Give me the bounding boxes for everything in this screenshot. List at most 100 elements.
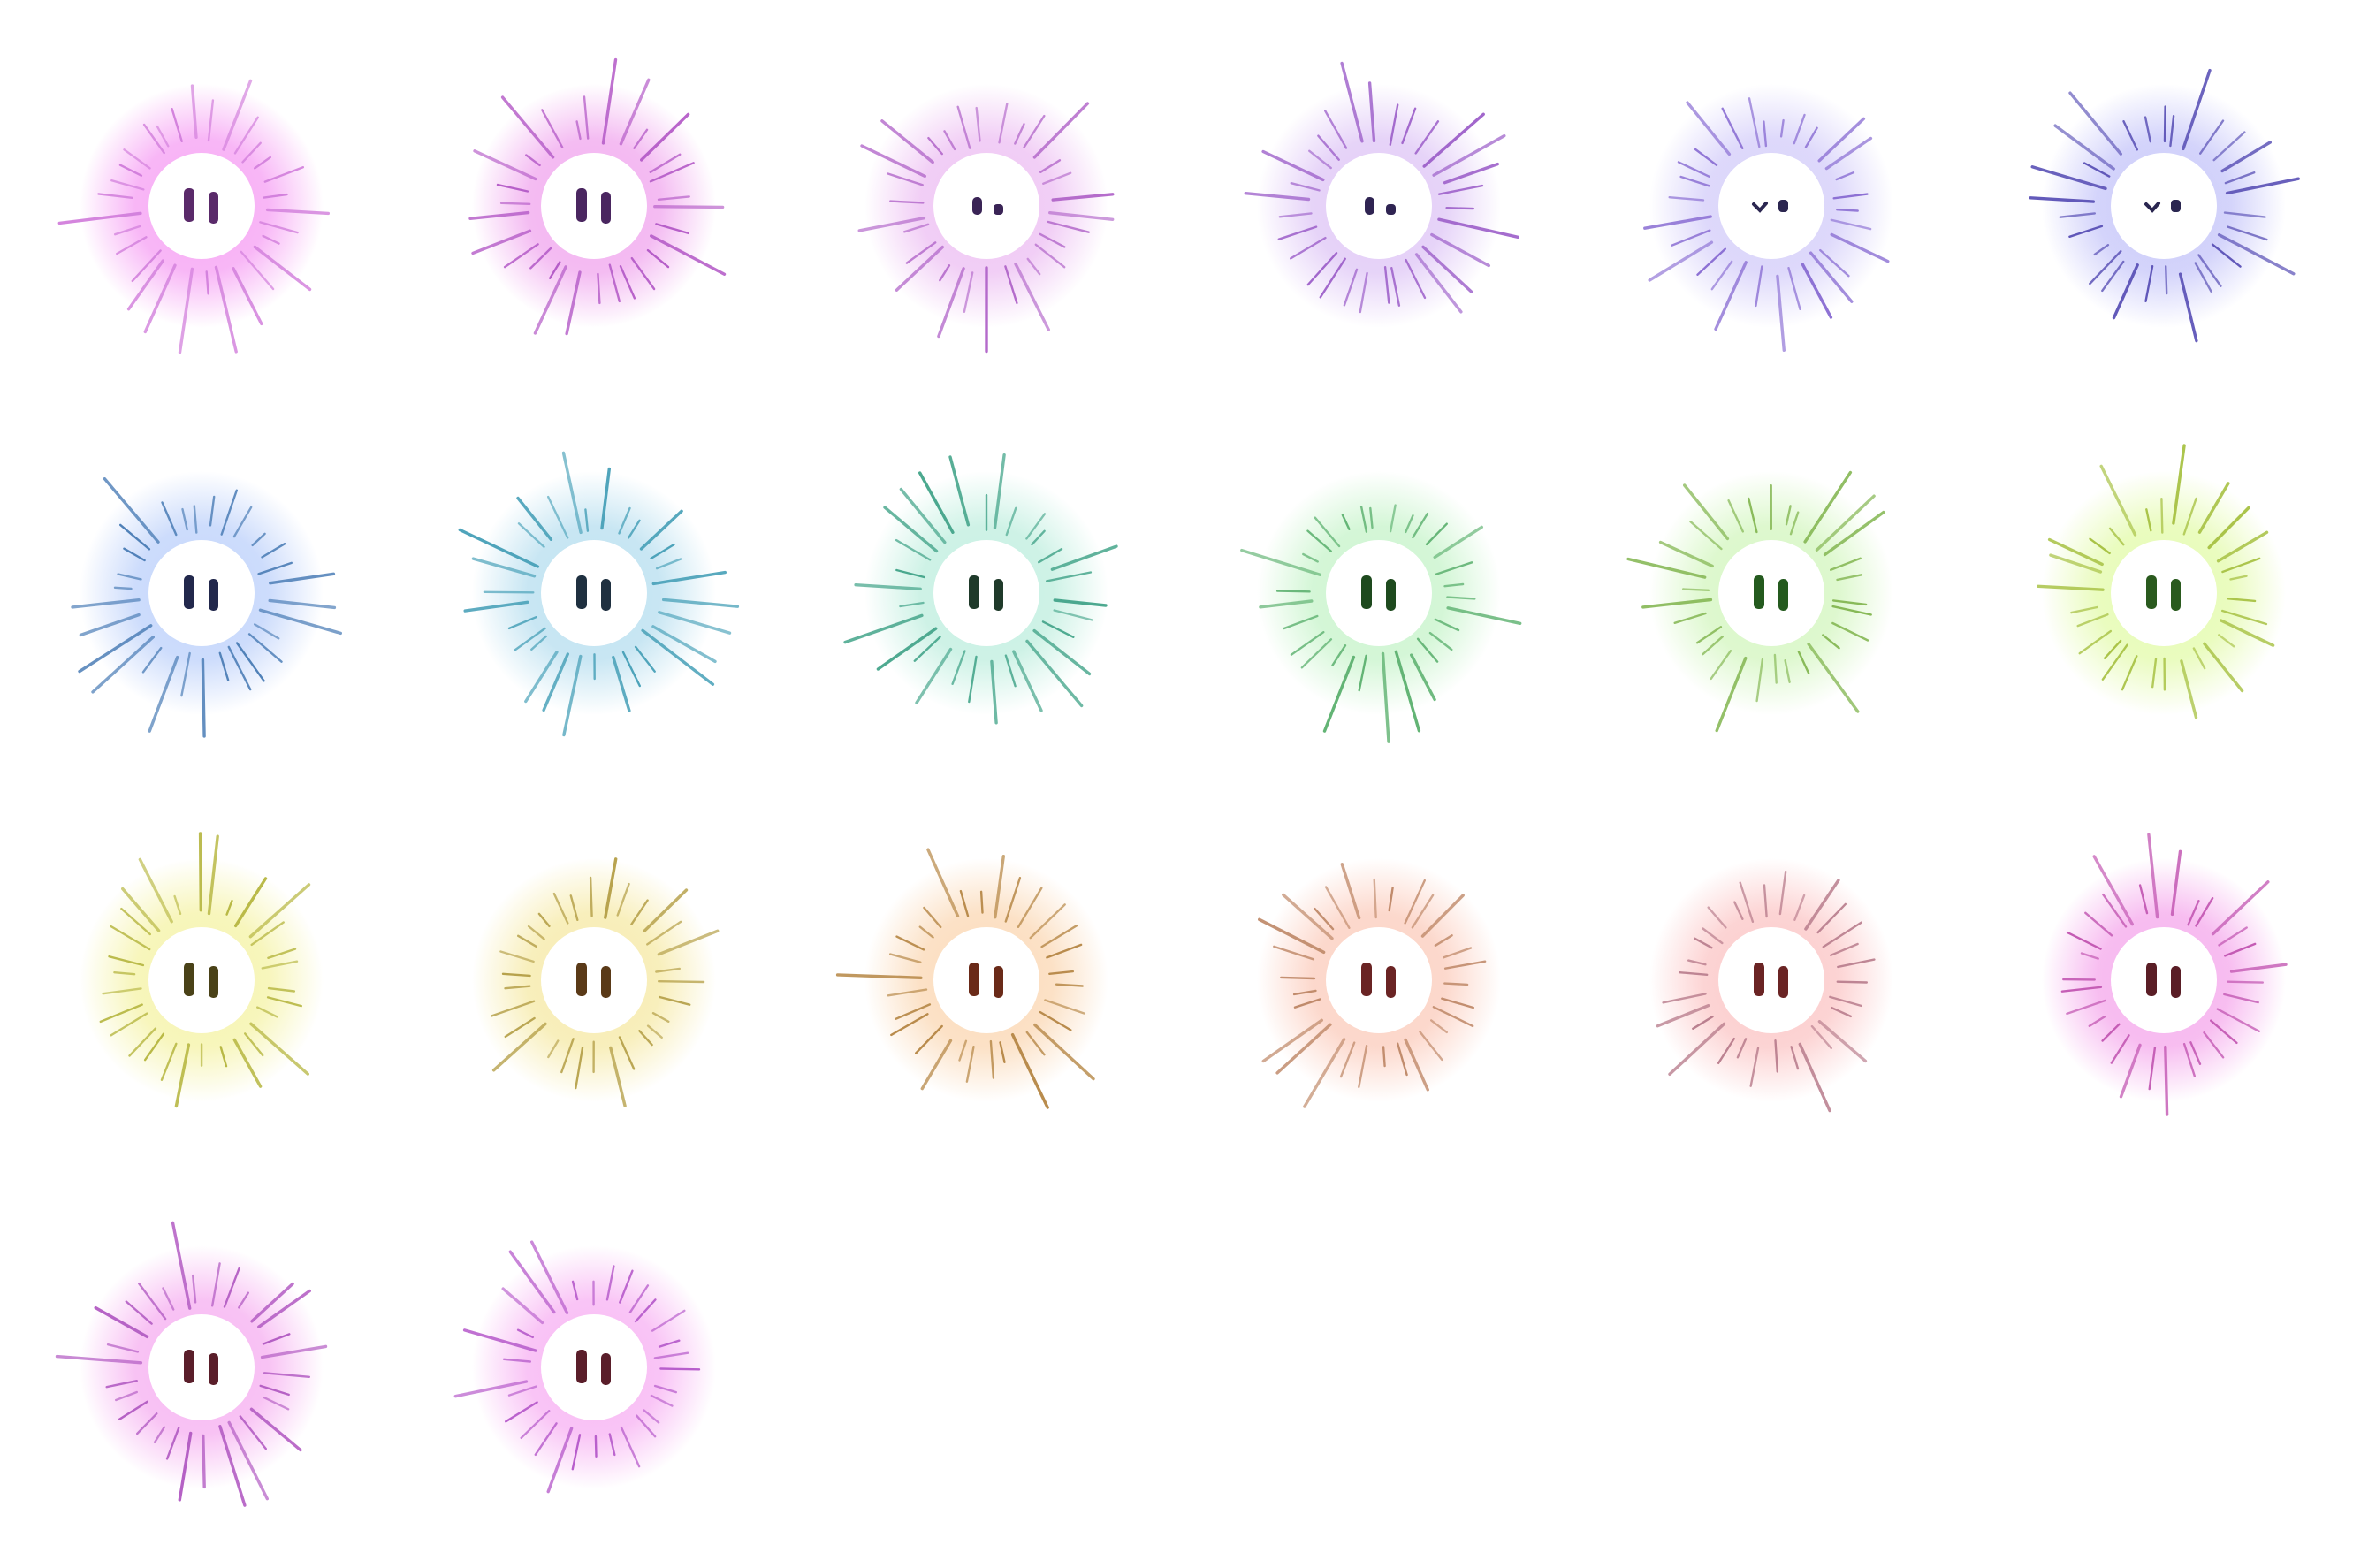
sprite-ray	[227, 645, 252, 691]
sprite-face	[541, 540, 647, 646]
sprite-ray	[1306, 252, 1338, 286]
sprite-ray	[250, 1282, 294, 1323]
sprite-ray	[1778, 870, 1787, 916]
sprite-eyes	[1361, 963, 1396, 998]
sprite-ray	[2209, 1019, 2238, 1045]
sprite-ray	[263, 165, 304, 183]
sprite-ray	[267, 986, 296, 993]
sprite-ray	[123, 148, 151, 170]
sprite-ray	[2080, 952, 2099, 960]
sprite-ray	[650, 543, 675, 559]
sprite-ray	[2227, 980, 2265, 984]
sprite-ray	[1682, 483, 1730, 541]
sprite-ray	[913, 636, 941, 662]
sprite-ray	[989, 1039, 995, 1079]
sprite-ray	[659, 995, 691, 1006]
sprite-ray	[1790, 1046, 1800, 1070]
sprite-ray	[2220, 141, 2273, 173]
sprite-ray	[501, 972, 531, 978]
sprite-ray	[1727, 499, 1745, 533]
sprite-ray	[657, 929, 720, 956]
sprite-ray	[1025, 1031, 1046, 1056]
sprite-ray	[266, 996, 302, 1008]
sprite-rays	[1244, 61, 1519, 314]
sprite-ray	[2182, 68, 2212, 151]
sprite-face	[1718, 927, 1824, 1033]
sprite-ray	[1717, 1037, 1736, 1065]
sprite-ray	[1416, 637, 1439, 663]
sprite-ray	[646, 1024, 663, 1039]
sprite-frame-1	[57, 79, 330, 354]
sprite-ray	[649, 153, 682, 174]
sprite-ray	[120, 887, 161, 932]
sprite-eye-right	[1386, 204, 1396, 215]
sprite-ray	[1824, 136, 1873, 171]
sprite-ray	[153, 1426, 166, 1444]
sprite-ray	[1037, 547, 1063, 564]
sprite-ray	[2148, 1047, 2157, 1091]
sprite-face	[1718, 540, 1824, 646]
sprite-face	[1326, 540, 1432, 646]
sprite-eye-left	[184, 1350, 194, 1383]
sprite-ray	[516, 496, 553, 541]
sprite-face	[1326, 927, 1432, 1033]
sprite-ray	[561, 451, 583, 535]
sprite-rays	[843, 453, 1118, 725]
sprite-ray	[1389, 103, 1399, 147]
sprite-ray	[1785, 505, 1792, 526]
sprite-ray	[193, 505, 198, 534]
sprite-ray	[1837, 958, 1876, 969]
sprite-ray	[210, 1262, 221, 1307]
sprite-ray	[125, 1300, 153, 1325]
sprite-ray	[876, 627, 938, 671]
sprite-ray	[2151, 658, 2158, 689]
sprite-ray	[78, 624, 153, 674]
sprite-ray	[160, 1042, 178, 1081]
sprite-ray	[141, 646, 163, 674]
sprite-ray	[1707, 906, 1727, 929]
sprite-ray	[1434, 934, 1453, 948]
sprite-ray	[222, 79, 253, 151]
sprite-eyes	[969, 575, 1003, 611]
sprite-ray	[604, 857, 618, 919]
sprite-ray	[1302, 552, 1319, 563]
sprite-eyes	[184, 963, 218, 998]
sprite-ray	[616, 882, 630, 917]
sprite-rays	[99, 832, 311, 1108]
sprite-ray	[2101, 643, 2128, 681]
sprite-ray	[619, 78, 651, 146]
sprite-ray	[1010, 1032, 1049, 1109]
sprite-eye-left	[184, 188, 194, 222]
sprite-ray	[2223, 211, 2266, 218]
sprite-ray	[1807, 643, 1860, 713]
sprite-ray	[106, 1343, 140, 1353]
sprite-face	[2111, 540, 2217, 646]
sprite-ray	[2144, 116, 2152, 143]
sprite-ray	[1293, 998, 1321, 1009]
sprite-ray	[232, 267, 263, 326]
sprite-ray	[1358, 654, 1367, 692]
sprite-ray	[959, 889, 970, 917]
sprite-ray	[1282, 893, 1334, 940]
sprite-ray	[1692, 1015, 1714, 1031]
sprite-ray	[1437, 217, 1519, 239]
sprite-ray	[1801, 263, 1833, 319]
sprite-ray	[589, 876, 593, 917]
sprite-eye-left	[1752, 202, 1768, 213]
sprite-ray	[2197, 482, 2230, 534]
sprite-ray	[887, 172, 924, 186]
sprite-rays	[1626, 470, 1885, 733]
sprite-ray	[2089, 537, 2111, 555]
sprite-ray	[191, 1274, 197, 1304]
sprite-ray	[1017, 887, 1043, 929]
sprite-ray	[1804, 879, 1840, 931]
sprite-frame-10	[1240, 471, 1522, 743]
sprite-ray	[534, 1422, 558, 1457]
sprite-ray	[178, 267, 194, 354]
sprite-ray	[649, 162, 695, 183]
sprite-ray	[114, 1390, 139, 1402]
sprite-ray	[1815, 494, 1876, 552]
sprite-ray	[999, 1041, 1006, 1064]
sprite-ray	[2144, 265, 2154, 302]
